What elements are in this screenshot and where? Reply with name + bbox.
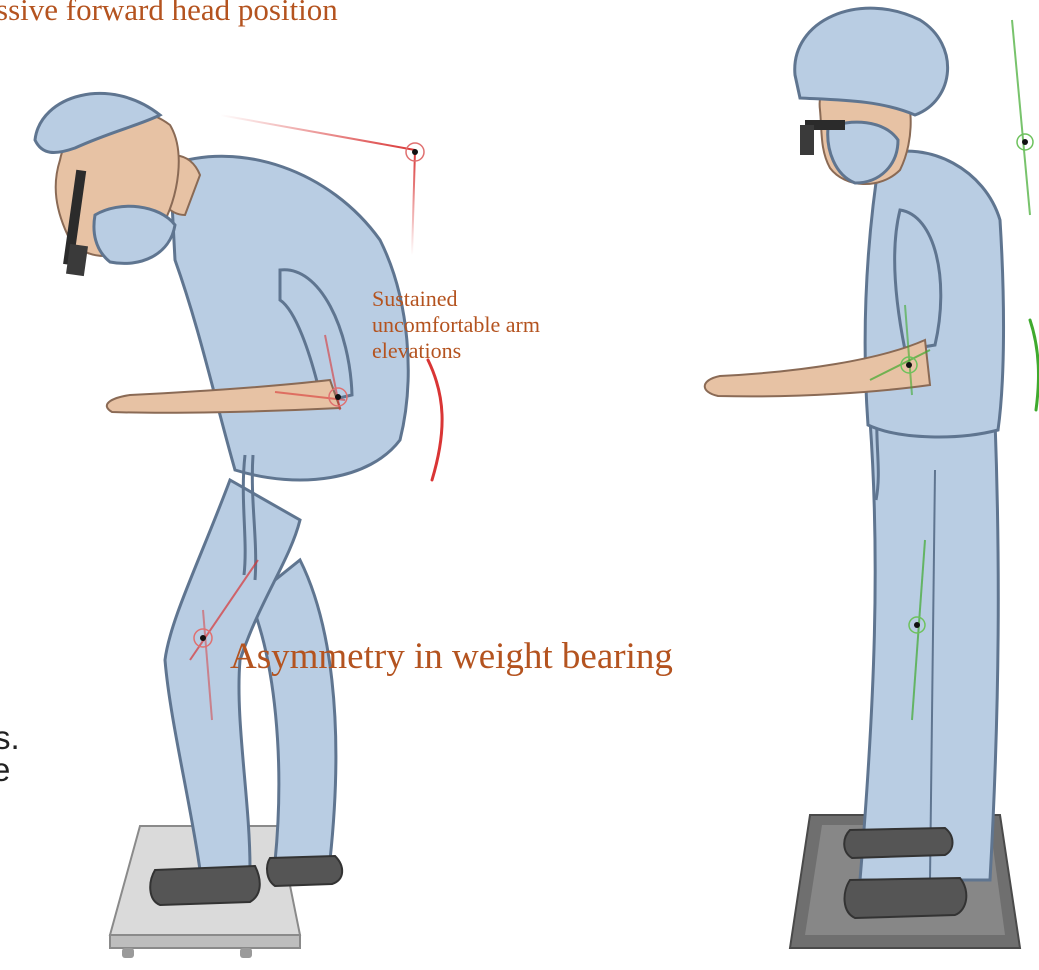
- label-arm-elevations: Sustained uncomfortable arm elevations: [372, 286, 540, 364]
- label-arm-line-1: Sustained: [372, 286, 540, 312]
- label-weight-bearing: Asymmetry in weight bearing: [230, 638, 673, 677]
- left-figure-back-shoe: [267, 856, 342, 886]
- label-arm-line-2: uncomfortable arm: [372, 312, 540, 338]
- right-neck-line: [1012, 20, 1030, 215]
- neck-vertical-line: [412, 150, 415, 255]
- label-arm-line-3: elevations: [372, 338, 540, 364]
- left-figure-front-shoe: [150, 866, 259, 905]
- right-figure-legs: [860, 420, 998, 880]
- right-back-curve-line: [1030, 320, 1038, 410]
- neck-angle-line: [220, 115, 415, 150]
- cropped-text-fragment-2: e: [0, 750, 10, 790]
- back-curve-line: [428, 360, 442, 480]
- bad-posture-figure: [35, 93, 408, 958]
- right-figure-shoe: [845, 878, 967, 918]
- right-figure-cap: [795, 8, 948, 115]
- left-figure-mask: [94, 206, 175, 263]
- label-forward-head-position: ssive forward head position: [0, 0, 338, 27]
- good-posture-figure: [705, 8, 1020, 948]
